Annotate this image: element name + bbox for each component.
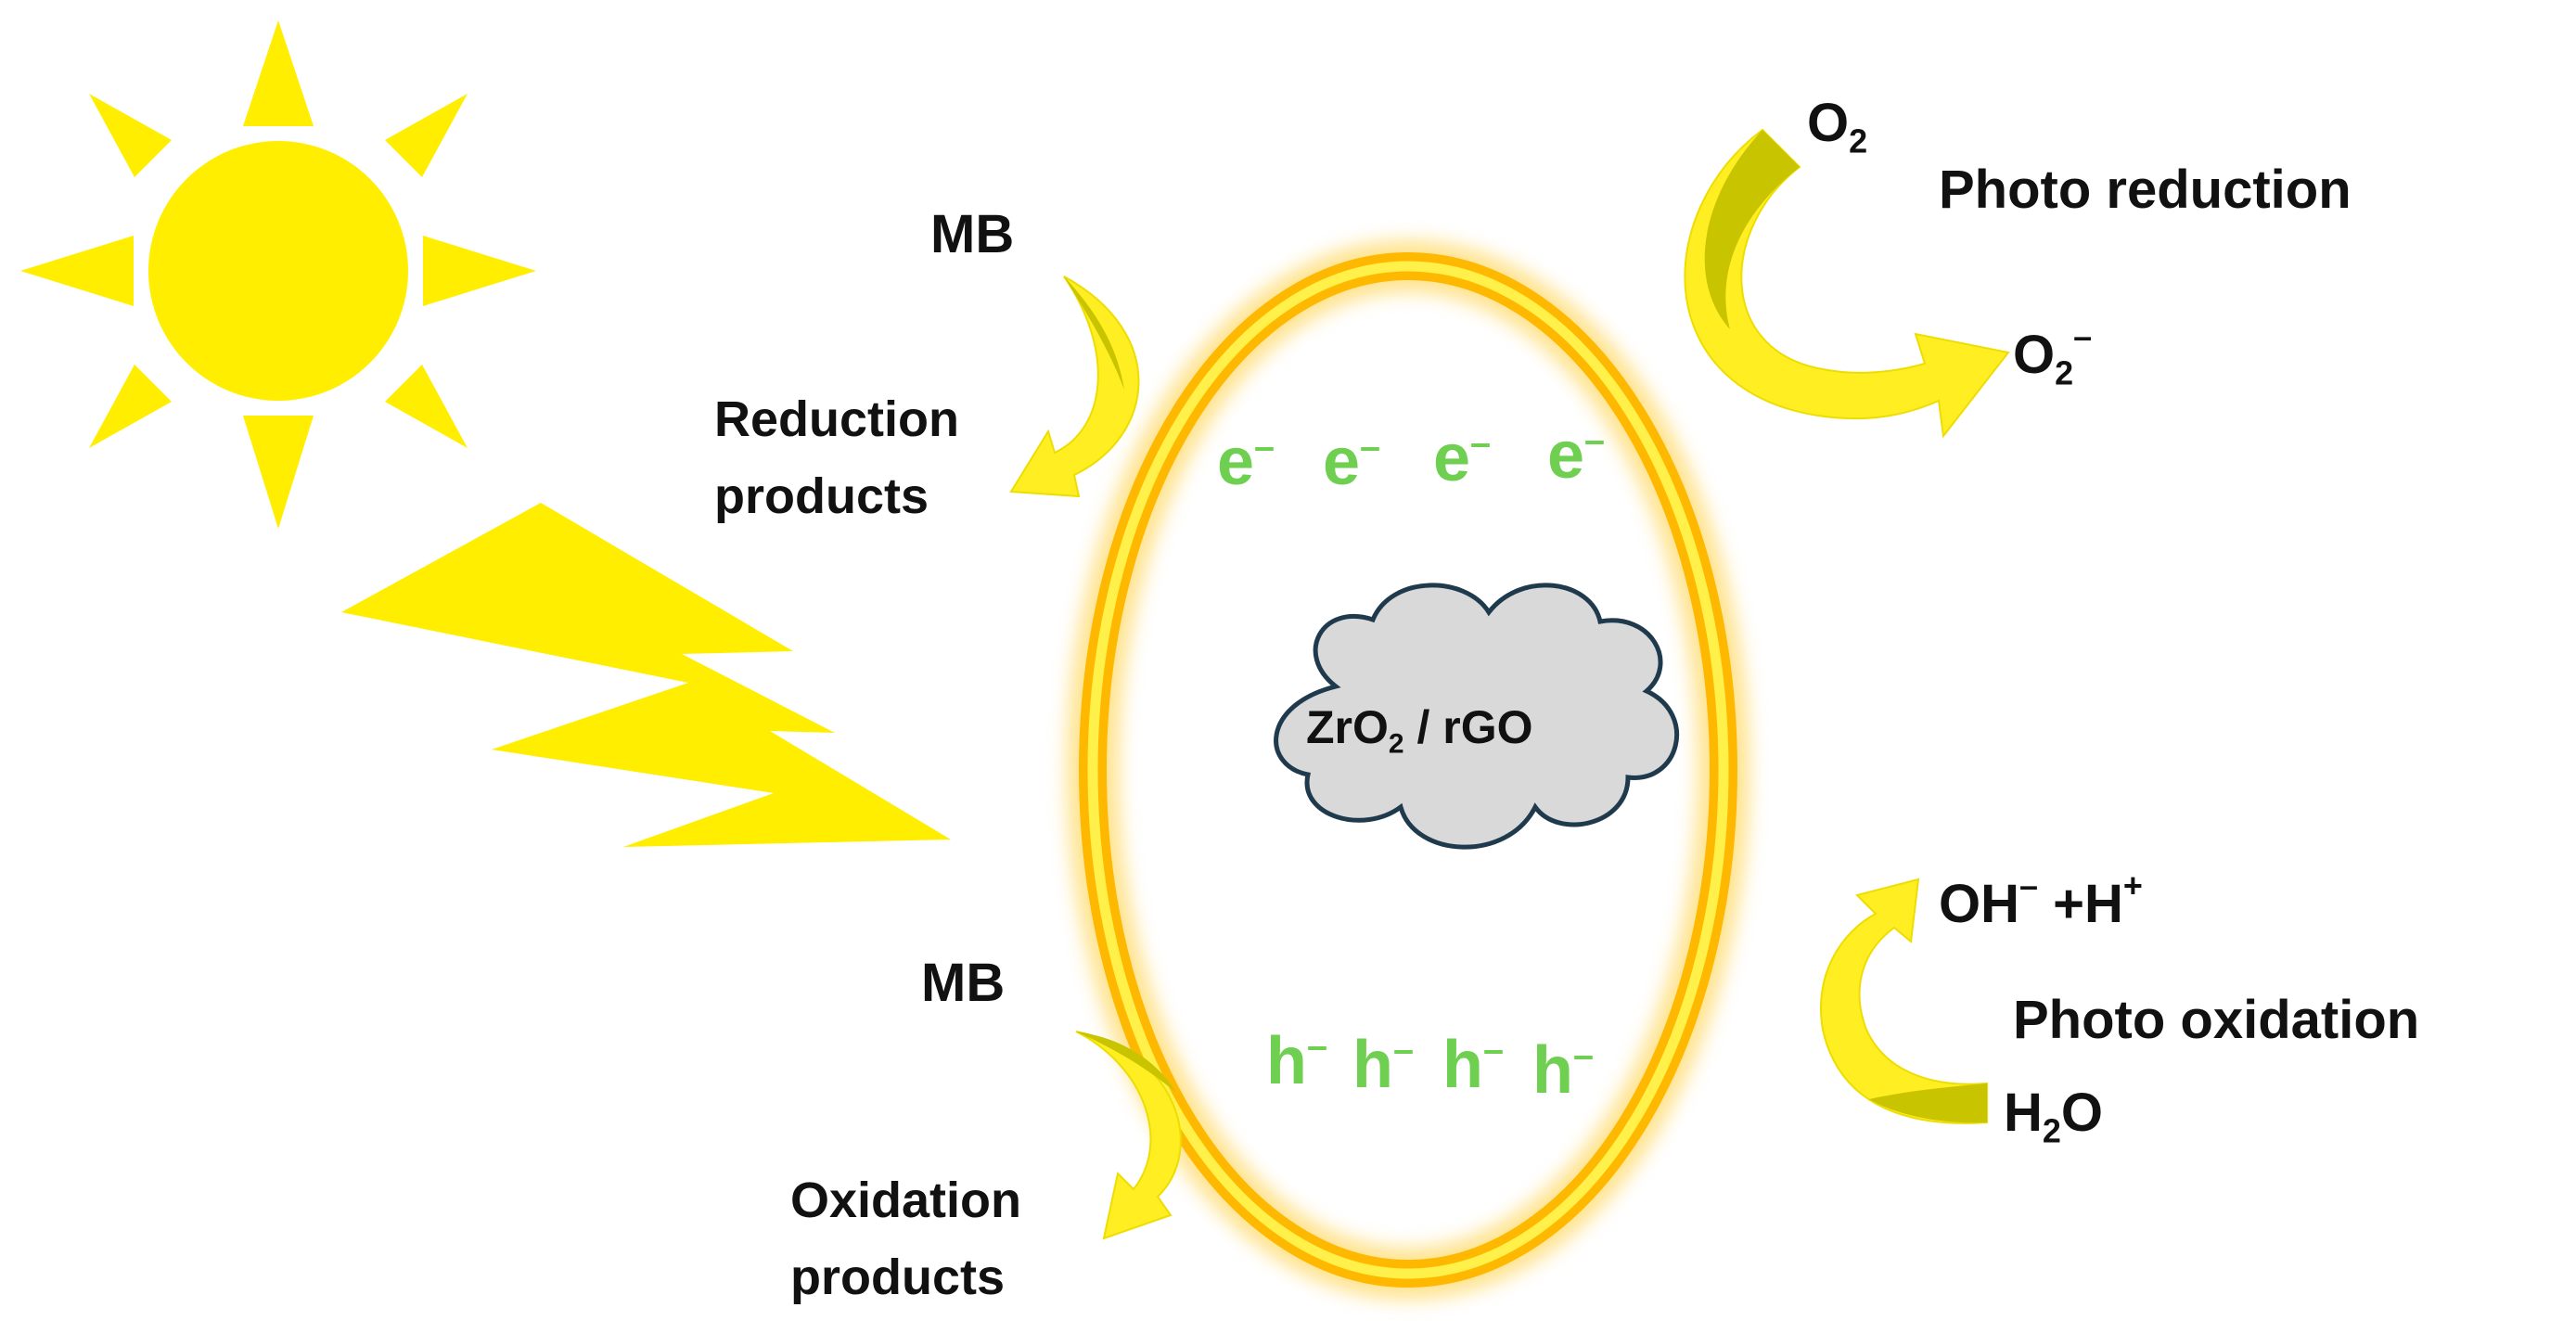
reduction-arrow-icon [1009, 276, 1140, 498]
hole: h– [1532, 1033, 1594, 1108]
electron: e– [1217, 425, 1275, 499]
hole: h– [1266, 1024, 1327, 1098]
photo-reduction-label: Photo reduction [1939, 160, 2352, 220]
o2-radical-label: O2– [2013, 317, 2093, 392]
o2-label: O2 [1807, 93, 1868, 160]
mb-top-label: MB [930, 204, 1015, 264]
photo-oxidation-label: Photo oxidation [2013, 990, 2420, 1050]
photo-reduction-arrow-icon [1684, 128, 2010, 439]
photo-oxidation-arrow-icon [1820, 878, 1988, 1124]
oxidation-products-line1: Oxidation [790, 1173, 1022, 1228]
sun-icon [20, 20, 536, 529]
reduction-products-line2: products [714, 468, 929, 524]
mb-bottom-label: MB [921, 953, 1006, 1013]
catalyst-label: ZrO2 / rGO [1306, 701, 1533, 760]
catalyst-ring [1067, 240, 1749, 1300]
electron: e– [1547, 418, 1606, 493]
catalyst-cloud-icon [1274, 583, 1680, 850]
reduction-products-line1: Reduction [714, 391, 959, 447]
oh-h-plus-label: OH– +H+ [1939, 866, 2143, 934]
oxidation-products-line2: products [790, 1250, 1006, 1305]
electron: e– [1433, 421, 1492, 495]
hole: h– [1352, 1028, 1414, 1102]
h2o-label: H2O [2004, 1083, 2104, 1150]
hole: h– [1442, 1028, 1504, 1102]
lightning-bolt-icon [341, 503, 951, 847]
electron: e– [1323, 425, 1381, 499]
